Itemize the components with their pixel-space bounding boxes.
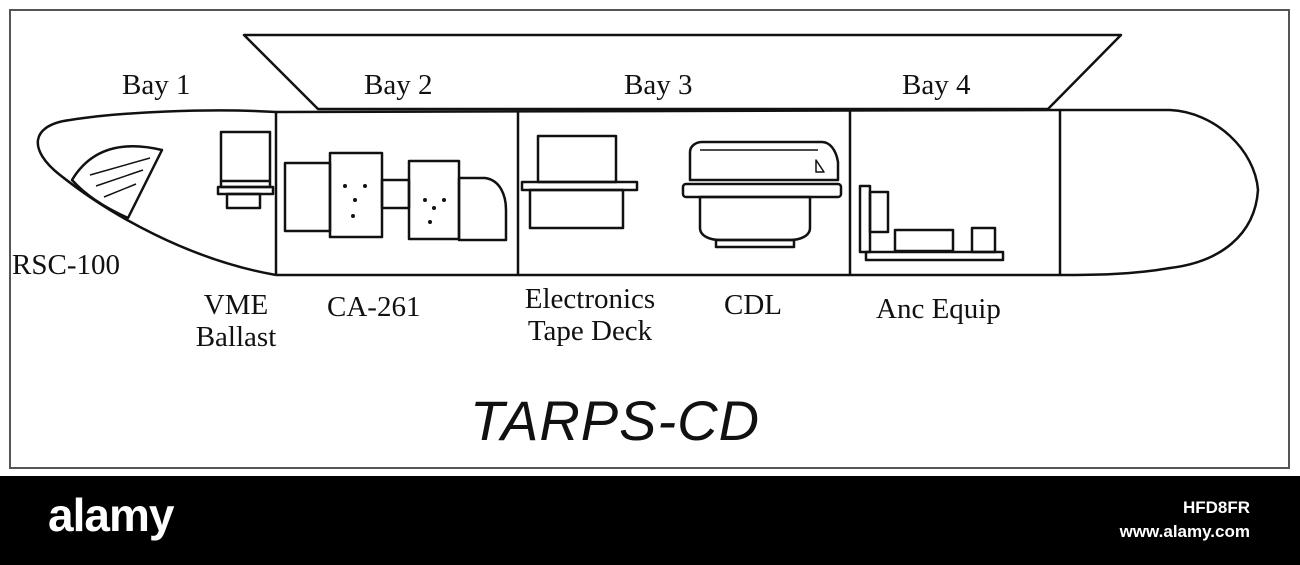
diagram-title: TARPS-CD [469, 389, 761, 452]
watermark-footer [0, 476, 1300, 565]
ca-261-shape [283, 151, 508, 242]
vme-label-line2: Ballast [195, 320, 277, 353]
anc-equip-shape [858, 184, 1005, 262]
rsc-100-camera-shape [70, 145, 164, 220]
cdl-label: CDL [724, 289, 782, 321]
brand-logo: alamy [48, 489, 174, 541]
vme-label-line1: VME [203, 289, 269, 321]
vme-ballast-shape [216, 130, 275, 210]
bay-1-label: Bay 1 [122, 69, 191, 101]
rsc-100-label: RSC-100 [12, 249, 120, 281]
bay-4-label: Bay 4 [902, 69, 971, 101]
ca-261-label: CA-261 [327, 291, 421, 323]
pod-body-outline [36, 108, 1260, 277]
electronics-label-line1: Electronics [524, 283, 656, 315]
diagram-frame [9, 9, 1290, 469]
electronics-tape-deck-shape [520, 134, 639, 230]
image-id-text: HFD8FR [1182, 498, 1250, 517]
electronics-label-line2: Tape Deck [527, 314, 653, 347]
cdl-shape [681, 140, 843, 249]
bay-2-label: Bay 2 [364, 69, 433, 101]
anc-equip-label: Anc Equip [876, 293, 1001, 325]
vme-ballast-label: VME Ballast [186, 289, 286, 354]
electronics-tape-deck-label: Electronics Tape Deck [508, 283, 672, 348]
bay-3-label: Bay 3 [624, 69, 693, 101]
site-url-text: www.alamy.com [1119, 522, 1250, 541]
pod-diagram [36, 33, 1260, 277]
